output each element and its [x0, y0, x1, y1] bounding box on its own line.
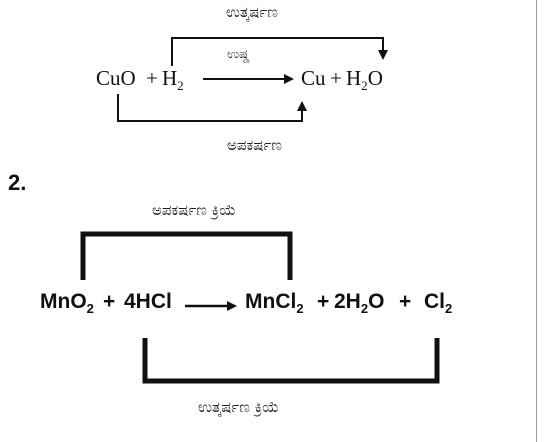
plus-sign: +: [103, 290, 116, 313]
product-cu: Cu: [301, 66, 326, 90]
product-cl2: Cl2: [424, 290, 453, 317]
product-mncl2: MnCl2: [245, 290, 304, 317]
plus-sign: +: [399, 290, 412, 313]
plus-sign: +: [317, 290, 330, 313]
plus-sign: +: [146, 66, 158, 90]
heat-label: ಉಷ್ಣ: [227, 47, 250, 62]
oxidation-label-top: ಉತ್ಕರ್ಷಣ: [226, 3, 278, 21]
page-divider-line: [536, 0, 537, 442]
reactant-mno2: MnO2: [40, 290, 94, 317]
reduction-reaction-label: ಅಪಕರ್ಷಣ ಕ್ರಿಯೆ: [152, 201, 236, 219]
section-number: 2.: [8, 170, 27, 195]
product-h2o: 2H2O: [334, 290, 385, 317]
plus-sign: +: [330, 66, 342, 90]
reactant-4hcl: 4HCl: [124, 290, 172, 313]
reduction-label-bottom: ಅಪಕರ್ಷಣ: [227, 136, 282, 154]
oxidation-bracket-arrow: [171, 37, 388, 66]
reduction-bracket: [80, 231, 293, 280]
reactant-h2: H2: [162, 66, 184, 94]
reduction-bracket-arrow: [117, 94, 307, 122]
product-h2o: H2O: [346, 66, 383, 94]
oxidation-reaction-label: ಉತ್ಕರ್ಷಣ ಕ್ರಿಯೆ: [198, 398, 279, 416]
reactant-cuo: CuO: [96, 66, 136, 90]
oxidation-bracket: [142, 338, 440, 384]
